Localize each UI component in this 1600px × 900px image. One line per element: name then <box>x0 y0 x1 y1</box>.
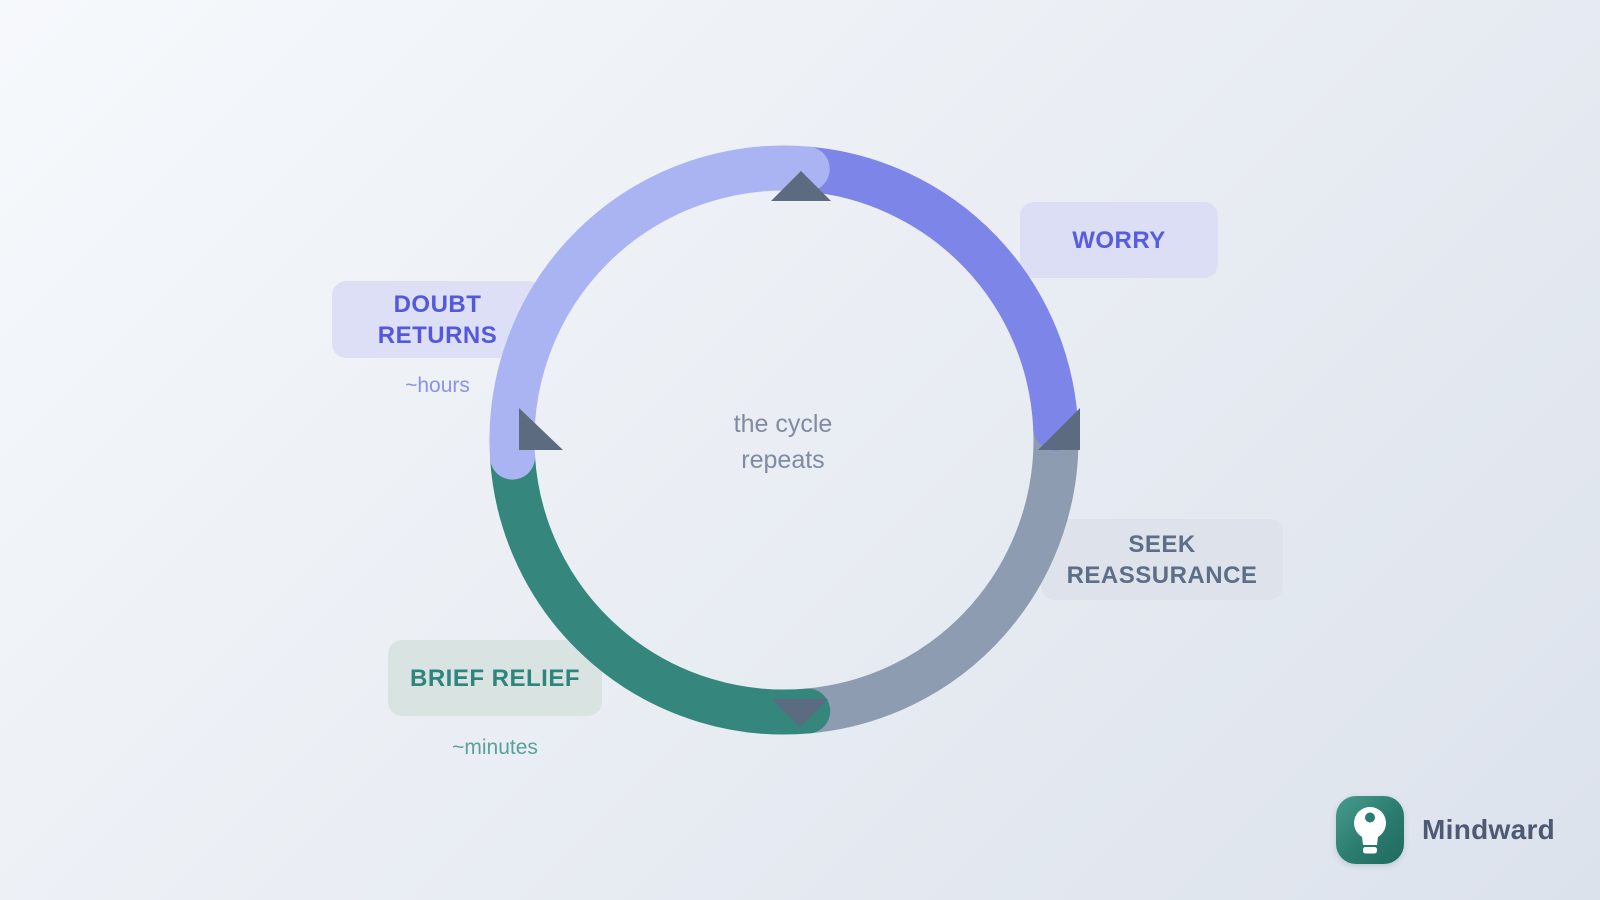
arc-brief-relief <box>490 434 831 735</box>
arc-seek-reassurance <box>785 405 1079 734</box>
stage-label: WORRY <box>1072 226 1166 254</box>
arc-worry <box>784 146 1079 451</box>
brand-name: Mindward <box>1422 814 1556 845</box>
arrow-icon-right <box>1038 408 1080 450</box>
center-caption-line: repeats <box>741 446 825 474</box>
stage-box-doubt-returns: DOUBT RETURNS <box>332 281 543 358</box>
center-caption: the cycle repeats <box>633 406 933 478</box>
stage-label: DOUBT <box>393 290 482 318</box>
brand-lockup: Mindward <box>1336 796 1555 864</box>
brand-logo <box>1336 796 1404 864</box>
duration-label-hours: ~hours <box>405 374 470 397</box>
arrow-icon-top <box>771 171 831 201</box>
arrow-icon-left <box>519 408 563 450</box>
stage-box-worry: WORRY <box>1020 202 1218 278</box>
stage-label: BRIEF RELIEF <box>409 664 580 692</box>
duration-label-minutes: ~minutes <box>452 736 538 759</box>
stage-label: REASSURANCE <box>1066 561 1258 589</box>
stage-label: RETURNS <box>377 321 498 349</box>
stage-box-seek-reassurance: SEEK REASSURANCE <box>1041 519 1283 600</box>
lightbulb-icon <box>1354 807 1386 854</box>
center-caption-line: the cycle <box>733 410 833 438</box>
stage-box-brief-relief: BRIEF RELIEF <box>388 640 602 716</box>
arc-doubt-returns <box>489 145 830 480</box>
arrow-icon-bottom <box>772 699 828 727</box>
stage-label: SEEK <box>1128 530 1196 558</box>
